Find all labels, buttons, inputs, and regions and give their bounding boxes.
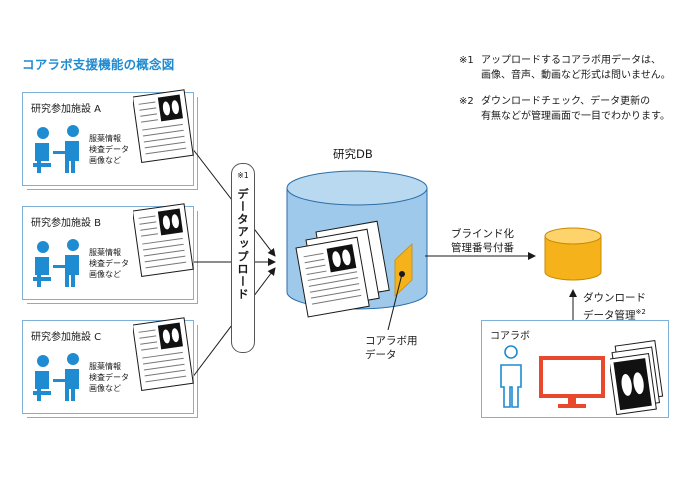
site-b-info-2: 検査データ	[89, 259, 129, 268]
site-a-info: 服薬情報 検査データ 画像など	[89, 133, 129, 166]
download-label-line-2-text: データ管理	[583, 309, 636, 322]
corelab-data-label-line-1: コアラボ用	[365, 335, 418, 347]
site-c-info: 服薬情報 検査データ 画像など	[89, 361, 129, 394]
note-2-mark: ※2	[459, 96, 474, 107]
download-label: ダウンロード データ管理※2	[583, 291, 646, 323]
site-b-info-1: 服薬情報	[89, 248, 121, 257]
note-2-line-1: ダウンロードチェック、データ更新の	[481, 96, 651, 107]
upload-label-pill: ※1 データアップロード	[231, 163, 255, 353]
doctor-patient-icon	[33, 353, 79, 401]
download-label-line-1: ダウンロード	[583, 292, 646, 304]
site-a-info-3: 画像など	[89, 156, 121, 165]
site-a-label: 研究参加施設 A	[31, 104, 102, 115]
corelab-box: コアラボ	[481, 320, 669, 418]
corelab-data-label-line-2: データ	[365, 349, 397, 361]
data-pointer-line	[387, 273, 403, 331]
notes: ※1 アップロードするコアラボ用データは、 画像、音声、動画など形式は問いません…	[459, 53, 671, 135]
xray-documents-icon	[610, 340, 664, 416]
site-c-label: 研究参加施設 C	[31, 332, 102, 343]
site-box-b: 研究参加施設 B 服薬情報 検査データ 画像など	[22, 203, 198, 304]
lung-xray-document-icon	[133, 317, 194, 392]
download-note-mark: ※2	[635, 308, 646, 316]
note-1-line-1: アップロードするコアラボ用データは、	[481, 55, 661, 66]
site-a-info-2: 検査データ	[89, 145, 129, 154]
site-b-info-3: 画像など	[89, 270, 121, 279]
doctor-patient-icon	[33, 239, 79, 287]
site-b-info: 服薬情報 検査データ 画像など	[89, 247, 129, 280]
corelab-label: コアラボ	[490, 331, 530, 342]
upload-label: データアップロード	[236, 188, 250, 301]
note-1-mark: ※1	[459, 55, 474, 66]
db-documents-icon	[295, 220, 390, 318]
site-a-info-1: 服薬情報	[89, 134, 121, 143]
site-c-info-3: 画像など	[89, 384, 121, 393]
site-c-info-1: 服薬情報	[89, 362, 121, 371]
doctor-patient-icon	[33, 125, 79, 173]
download-label-line-2: データ管理※2	[583, 305, 646, 323]
note-2-line-2: 有無などが管理画面で一目でわかります。	[481, 111, 670, 122]
note-2: ※2 ダウンロードチェック、データ更新の 有無などが管理画面で一目でわかります。	[459, 94, 671, 124]
note-1-line-2: 画像、音声、動画など形式は問いません。	[481, 70, 671, 81]
blinding-label-line-2: 管理番号付番	[451, 242, 514, 254]
upload-note-mark: ※1	[237, 171, 249, 180]
monitor-icon	[539, 356, 605, 408]
blinded-database-icon	[544, 227, 602, 281]
lung-xray-document-icon	[133, 203, 194, 278]
blinding-label-line-1: ブラインド化	[451, 228, 514, 240]
corelab-data-label: コアラボ用 データ	[365, 334, 418, 362]
diagram-title: コアラボ支援機能の概念図	[22, 57, 175, 72]
note-1: ※1 アップロードするコアラボ用データは、 画像、音声、動画など形式は問いません…	[459, 53, 671, 83]
lung-xray-document-icon	[133, 89, 194, 164]
blinding-label: ブラインド化 管理番号付番	[451, 227, 514, 255]
doctor-icon	[500, 345, 522, 408]
site-c-info-2: 検査データ	[89, 373, 129, 382]
site-box-c: 研究参加施設 C 服薬情報 検査データ 画像など	[22, 317, 198, 418]
site-box-a: 研究参加施設 A 服薬情報 検査データ 画像など	[22, 89, 198, 190]
site-b-label: 研究参加施設 B	[31, 218, 102, 229]
research-db-label: 研究DB	[333, 147, 373, 161]
